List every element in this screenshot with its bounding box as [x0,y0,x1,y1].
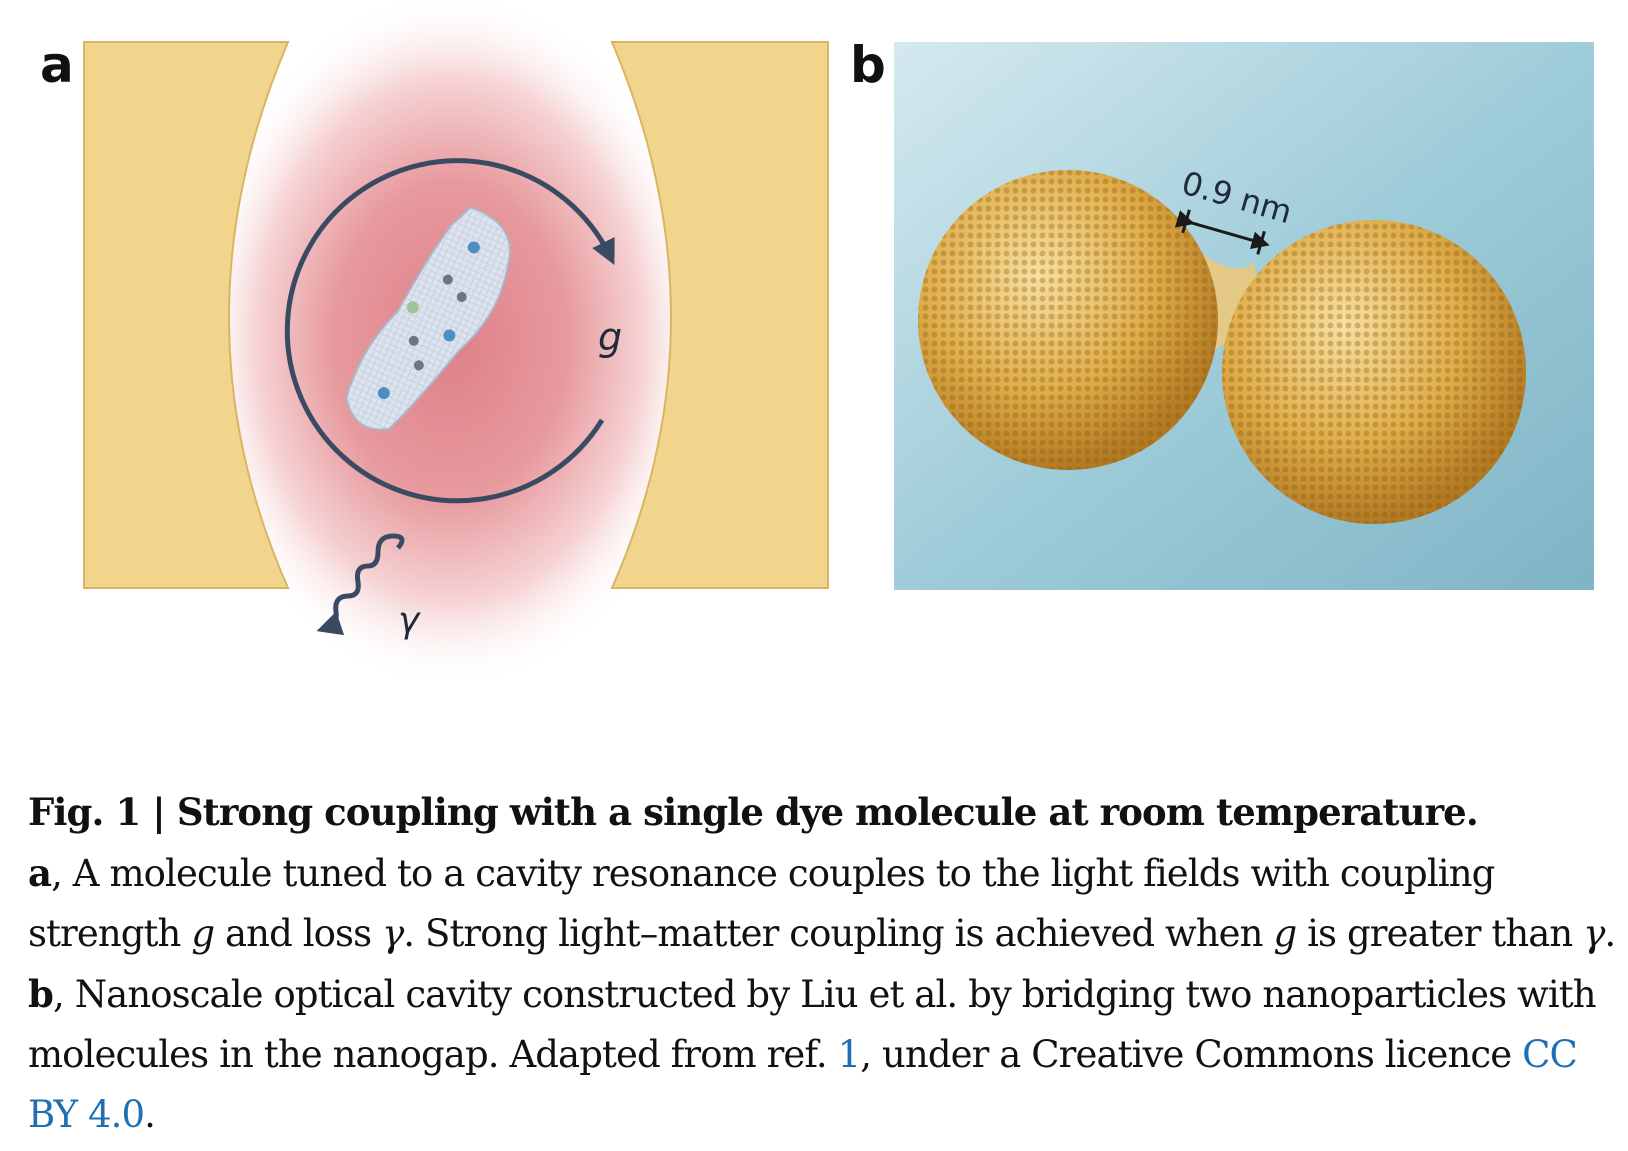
caption-a-text-1: , A molecule tuned to a cavity resonance… [28,852,1495,955]
right-mirror [610,41,829,589]
caption-a-text-4: is greater than [1296,912,1584,955]
caption-a-label: a [28,851,52,895]
left-mirror [83,41,290,589]
dye-molecule [345,206,511,431]
caption-a-text-2: and loss [214,912,383,955]
caption-b-text-1: , Nanoscale optical cavity constructed b… [28,973,1597,1076]
loss-wave [316,533,405,636]
nanoparticle-dimer-image: 0.9 nm [894,42,1594,590]
caption-b-label: b [28,972,54,1016]
panel-a-label: a [40,36,74,94]
panel-b-label: b [850,36,886,94]
caption-a-text-5: . [1604,912,1616,955]
coupling-label: g [598,315,622,359]
caption-title: Fig. 1 | Strong coupling with a single d… [28,790,1479,834]
caption-b-text-3: . [144,1093,156,1136]
loss-label: γ [398,600,421,641]
figure-caption: Fig. 1 | Strong coupling with a single d… [28,782,1618,1145]
cavity-schematic: g γ [83,0,829,690]
caption-a-text-3: . Strong light–matter coupling is achiev… [403,912,1274,955]
ref-link[interactable]: 1 [837,1033,862,1076]
caption-b-text-2: , under a Creative Commons licence [860,1033,1523,1076]
caption-g1: g [191,912,215,955]
coupling-arrow [284,158,615,504]
caption-gamma1: γ [382,912,404,955]
caption-gamma2: γ [1583,912,1605,955]
license-link[interactable]: CC BY 4.0 [28,1033,1578,1136]
caption-g2: g [1273,912,1297,955]
